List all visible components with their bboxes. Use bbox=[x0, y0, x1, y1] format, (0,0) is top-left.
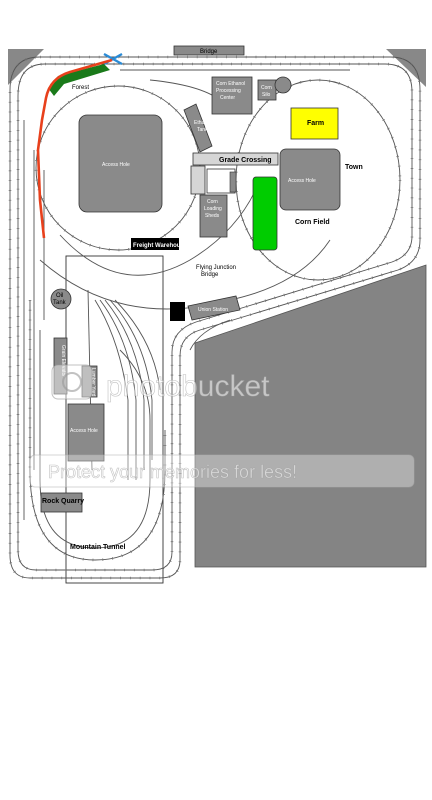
oil-tank bbox=[50, 288, 72, 310]
corn-silo bbox=[257, 79, 277, 101]
access-hole-right-label: Access Hole bbox=[288, 178, 316, 184]
crossing-platform bbox=[190, 165, 206, 195]
access-hole-lower-label: Access Hole bbox=[70, 428, 98, 434]
ethanol-tank bbox=[183, 103, 213, 153]
mountain-tunnel-label: Mountain Tunnel bbox=[70, 544, 126, 551]
freight-warehouse bbox=[131, 238, 179, 250]
access-hole-lower bbox=[67, 403, 105, 462]
access-hole-right bbox=[279, 148, 341, 211]
corn-loading-sheds-label-1: Corn bbox=[207, 199, 218, 205]
freight-warehouse-label: Freight Warehouse bbox=[133, 243, 188, 249]
watermark-tagline-box bbox=[29, 454, 415, 488]
corn-field-label: Corn Field bbox=[295, 219, 330, 226]
forest-area bbox=[48, 64, 110, 96]
access-hole-left bbox=[78, 114, 163, 213]
farm-label: Farm bbox=[307, 120, 324, 127]
corn-field bbox=[252, 176, 278, 251]
rock-quarry-label: Rock Quarry bbox=[42, 498, 84, 505]
corn-loading-sheds-label-3: Sheds bbox=[205, 213, 220, 219]
ethanol-tank-label-2: Tank bbox=[197, 127, 208, 133]
oil-tank-label-2: Tank bbox=[53, 300, 67, 306]
corn-loading-sheds bbox=[199, 194, 228, 238]
watermark-tagline: Protect your memories for less! bbox=[48, 462, 297, 482]
access-hole-left-label: Access Hole bbox=[102, 162, 130, 168]
watermark-brand: photobucket bbox=[106, 370, 270, 403]
ethanol-tank-label-1: Ethanol bbox=[194, 120, 211, 126]
bridge bbox=[173, 45, 245, 56]
corn-silo-label-2: Silo bbox=[262, 92, 271, 98]
corn-ethanol-label-2: Processing bbox=[216, 88, 241, 94]
mountain-tunnel-benchwork bbox=[65, 255, 164, 584]
watermark-logo-icon bbox=[51, 364, 93, 400]
corn-ethanol-label-3: Center bbox=[220, 95, 235, 101]
corn-ethanol-processing-center bbox=[211, 76, 253, 115]
corner-scenery-top-left bbox=[8, 49, 44, 85]
corn-silo-label-1: Corn bbox=[261, 85, 272, 91]
watermark: photobucket Protect your memories for le… bbox=[29, 364, 415, 488]
flying-junction-label-2: Bridge bbox=[201, 272, 219, 278]
crossing-platform-shed bbox=[229, 171, 237, 193]
union-station-annex bbox=[170, 302, 185, 321]
forest-route-line bbox=[36, 58, 113, 239]
oil-tank-label-1: Oil bbox=[56, 293, 63, 299]
corn-silo-tank bbox=[274, 76, 292, 94]
mountain-scenery-area bbox=[194, 264, 427, 568]
union-station-label: Union Station bbox=[198, 307, 228, 313]
forest-label: Forest bbox=[72, 85, 89, 91]
grade-crossing bbox=[192, 152, 279, 166]
flying-junction-label-1: Flying Junction bbox=[196, 265, 236, 271]
town-label: Town bbox=[345, 164, 363, 171]
lumber-yard-label: Lumber Yard bbox=[90, 368, 96, 397]
corner-scenery-top-right bbox=[386, 49, 426, 87]
grade-crossing-label: Grade Crossing bbox=[219, 157, 272, 164]
union-station bbox=[187, 295, 241, 321]
grain-elevator-label: Grain Elevator bbox=[60, 345, 66, 377]
corn-ethanol-label-1: Corn Ethanol bbox=[216, 81, 245, 87]
farm bbox=[290, 107, 339, 140]
bridge-label: Bridge bbox=[200, 49, 218, 55]
corn-loading-sheds-label-2: Loading bbox=[204, 206, 222, 212]
rock-quarry bbox=[40, 492, 83, 513]
